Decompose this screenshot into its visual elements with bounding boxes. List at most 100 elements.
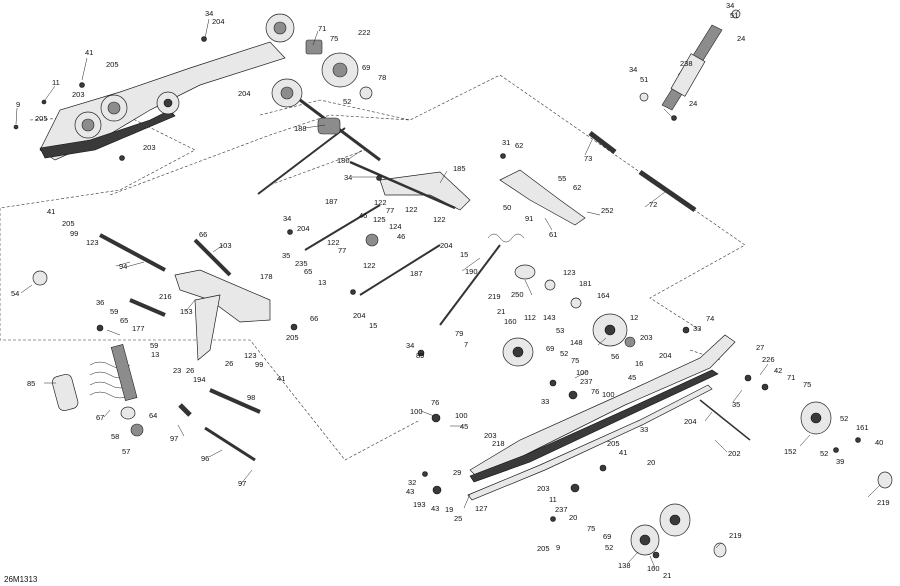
callout-label: 202: [728, 449, 741, 458]
callout-label: 46: [359, 211, 367, 220]
callout-label: 66: [310, 314, 318, 323]
drawing-code: 26M1313: [4, 575, 38, 584]
callout-label: 100: [602, 390, 615, 399]
callout-label: 89: [416, 351, 424, 360]
callout-label: 164: [597, 291, 610, 300]
callout-label: 204: [297, 224, 310, 233]
callout-label: 52: [343, 97, 351, 106]
callout-label: 205: [62, 219, 75, 228]
part-callouts: 34 204 71 75 222 41 205 11 69 78 203 52 …: [11, 1, 890, 580]
callout-label: 203: [72, 90, 85, 99]
callout-label: 122: [405, 205, 418, 214]
callout-label: 125: [373, 215, 386, 224]
callout-label: 23: [173, 366, 181, 375]
callout-label: 54: [11, 289, 19, 298]
callout-label: 41: [85, 48, 93, 57]
callout-label: 100: [455, 411, 468, 420]
rear-shock-upper: [639, 9, 741, 111]
callout-label: 13: [151, 350, 159, 359]
callout-label: 35: [282, 251, 290, 260]
callout-label: 12: [630, 313, 638, 322]
callout-label: 218: [492, 439, 505, 448]
callout-label: 34: [629, 65, 637, 74]
callout-label: 222: [358, 28, 371, 37]
callout-label: 31: [502, 138, 510, 147]
callout-label: 51: [640, 75, 648, 84]
callout-label: 204: [353, 311, 366, 320]
callout-label: 204: [684, 417, 697, 426]
callout-label: 122: [374, 198, 387, 207]
callout-label: 94: [119, 262, 127, 271]
rods-upper-right: [588, 131, 697, 213]
callout-label: 153: [180, 307, 193, 316]
callout-label: 36: [96, 298, 104, 307]
callout-label: 25: [454, 514, 462, 523]
callout-label: 50: [503, 203, 511, 212]
callout-label: 219: [877, 498, 890, 507]
callout-label: 24: [737, 34, 745, 43]
callout-label: 112: [524, 313, 536, 322]
callout-label: 19: [445, 505, 453, 514]
callout-label: 204: [440, 241, 453, 250]
callout-label: 205: [537, 544, 550, 553]
callout-label: 62: [515, 141, 523, 150]
callout-label: 77: [338, 246, 346, 255]
callout-label: 34: [726, 1, 734, 10]
callout-label: 203: [484, 431, 497, 440]
callout-label: 143: [543, 313, 556, 322]
callout-label: 42: [774, 366, 782, 375]
callout-label: 15: [460, 250, 468, 259]
callout-label: 219: [488, 292, 501, 301]
callout-label: 21: [663, 571, 671, 580]
callout-label: 238: [680, 59, 693, 68]
callout-label: 187: [325, 197, 338, 206]
callout-label: 160: [647, 564, 660, 573]
callout-label: 103: [219, 241, 232, 250]
callout-label: 123: [563, 268, 576, 277]
callout-label: 66: [199, 230, 207, 239]
callout-label: 64: [149, 411, 157, 420]
callout-label: 27: [756, 343, 764, 352]
callout-label: 124: [389, 222, 402, 231]
callout-label: 75: [587, 524, 595, 533]
callout-label: 13: [318, 278, 326, 287]
callout-label: 75: [803, 380, 811, 389]
callout-label: 100: [576, 368, 589, 377]
callout-label: 20: [569, 513, 577, 522]
callout-label: 58: [111, 432, 119, 441]
callout-label: 34: [205, 9, 213, 18]
callout-label: 51: [730, 11, 738, 20]
callout-label: 250: [511, 290, 524, 299]
callout-label: 11: [52, 78, 60, 87]
front-arm-assembly: [32, 233, 271, 462]
callout-label: 71: [787, 373, 795, 382]
callout-label: 98: [247, 393, 255, 402]
callout-label: 61: [549, 230, 557, 239]
callout-label: 52: [605, 543, 613, 552]
callout-label: 99: [70, 229, 78, 238]
callout-label: 97: [170, 434, 178, 443]
callout-label: 193: [413, 500, 426, 509]
torsion-springs: [89, 233, 525, 399]
callout-label: 123: [244, 351, 257, 360]
callout-label: 181: [579, 279, 592, 288]
callout-label: 79: [455, 329, 463, 338]
callout-label: 138: [618, 561, 631, 570]
callout-label: 72: [649, 200, 657, 209]
callout-label: 21: [497, 307, 505, 316]
callout-label: 57: [122, 447, 130, 456]
callout-label: 41: [619, 448, 627, 457]
callout-label: 204: [659, 351, 672, 360]
callout-label: 187: [410, 269, 423, 278]
callout-label: 203: [143, 143, 156, 152]
callout-label: 45: [460, 422, 468, 431]
callout-label: 26: [186, 366, 194, 375]
callout-label: 43: [431, 504, 439, 513]
callout-label: 177: [132, 324, 145, 333]
callout-label: 24: [689, 99, 697, 108]
callout-label: 152: [784, 447, 797, 456]
callout-label: 205: [286, 333, 299, 342]
callout-label: 219: [729, 531, 742, 540]
callout-label: 237: [555, 505, 568, 514]
